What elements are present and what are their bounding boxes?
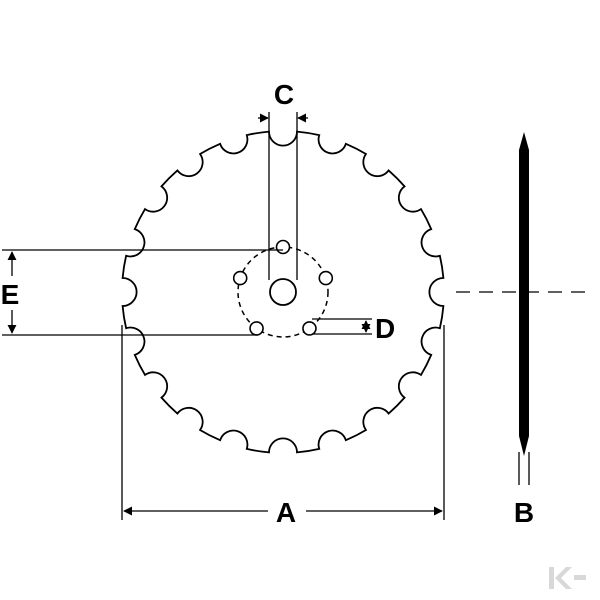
bolt-hole: [318, 270, 334, 286]
blade-side-profile: [519, 132, 529, 456]
bolt-hole: [232, 270, 248, 286]
k-logo-icon: [549, 567, 586, 589]
center-hole: [269, 278, 297, 306]
bolt-hole: [249, 321, 264, 336]
dim-label-b: B: [514, 497, 534, 528]
dim-label-e: E: [1, 279, 20, 310]
bolt-hole: [302, 321, 317, 336]
dim-label-a: A: [276, 497, 296, 528]
bolt-hole: [275, 239, 291, 255]
dim-e-label-mask: [0, 276, 24, 310]
dim-label-c: C: [274, 79, 294, 110]
notched-disc-outline: [121, 130, 445, 454]
dim-label-d: D: [375, 313, 395, 344]
